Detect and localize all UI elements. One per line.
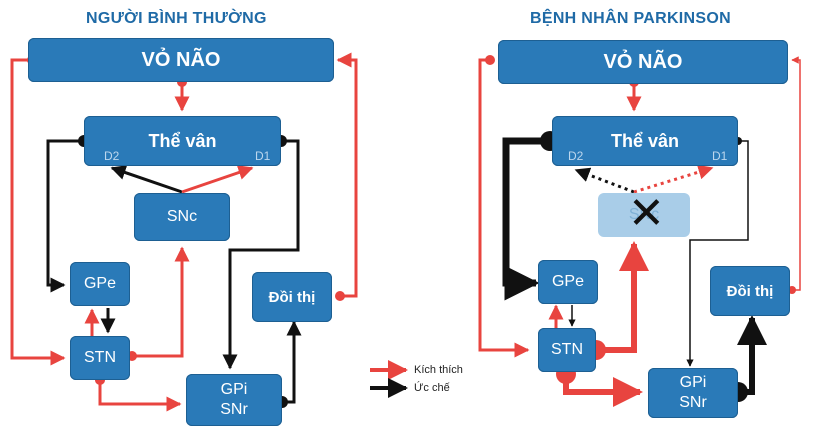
cortex-box-normal: VỎ NÃO [28,38,334,82]
d1-label-parkinson: D1 [712,149,728,163]
gpi-box-normal: GPi SNr [186,374,282,426]
d2-label-normal: D2 [104,149,120,163]
title-normal: NGƯỜI BÌNH THƯỜNG [86,10,267,27]
striatum-box-parkinson: Thể vân [552,116,738,166]
striatum-label: Thể vân [148,130,217,151]
snc-box-parkinson: SNc [598,193,690,237]
snr-label: SNr [220,401,248,418]
cortex-box-parkinson: VỎ NÃO [498,40,788,84]
gpe-box-normal: GPe [70,262,130,306]
d1-label-normal: D1 [255,149,271,163]
thalamus-box-parkinson: Đồi thị [710,266,790,316]
snr-label-parkinson: SNr [679,394,707,411]
gpi-box-parkinson: GPi SNr [648,368,738,418]
title-parkinson: BỆNH NHÂN PARKINSON [530,10,731,27]
striatum-label-parkinson: Thể vân [610,130,680,151]
gpi-label: GPi [220,381,248,398]
parkinson-connections [478,55,801,407]
legend-inhibitory-label: Ức chế [414,382,450,394]
stn-box-normal: STN [70,336,130,380]
stn-box-parkinson: STN [538,328,596,372]
gpe-box-parkinson: GPe [538,260,598,304]
gpi-label-parkinson: GPi [679,374,707,391]
d2-label-parkinson: D2 [568,149,584,163]
cross-mark-icon: ✕ [628,188,665,239]
thalamus-box-normal: Đồi thị [252,272,332,322]
legend-excitatory-label: Kích thích [414,364,463,376]
snc-box-normal: SNc [134,193,230,241]
striatum-box-normal: Thể vân [84,116,281,166]
